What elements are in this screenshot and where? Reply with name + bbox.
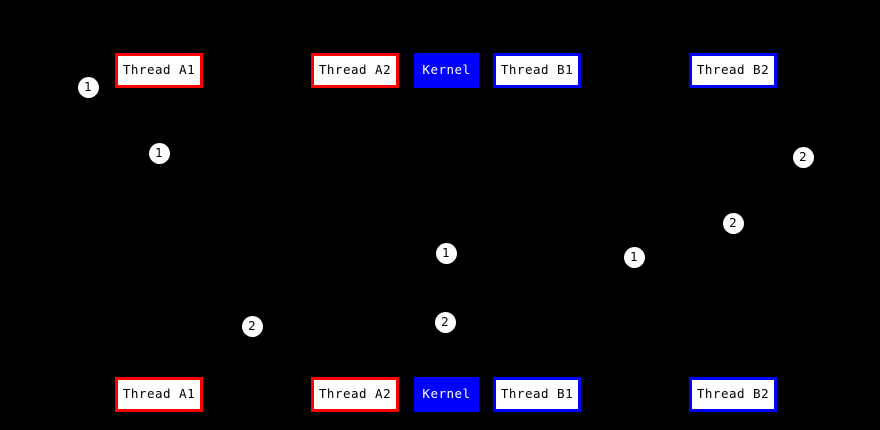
lifeline-foot-thread-b2[interactable]: Thread B2 xyxy=(689,377,777,412)
lifeline-head-kernel-label: Kernel xyxy=(422,62,471,78)
lifeline-head-thread-a2-label: Thread A2 xyxy=(318,62,392,78)
lifeline-head-thread-b2[interactable]: Thread B2 xyxy=(689,53,777,88)
message-arrow-6 xyxy=(537,257,634,258)
lifeline-thread-b1 xyxy=(537,92,538,377)
lifeline-foot-kernel[interactable]: Kernel xyxy=(414,377,479,412)
lifeline-stub-thread-a2-bottom xyxy=(354,373,357,377)
lifeline-stub-thread-b2-bottom xyxy=(732,373,735,377)
step-marker-label: 1 xyxy=(442,246,450,260)
message-arrow-7 xyxy=(159,326,252,327)
lifeline-foot-thread-a1-label: Thread A1 xyxy=(122,386,196,402)
step-marker-label: 2 xyxy=(799,150,807,164)
lifeline-stub-thread-b1-top xyxy=(536,88,539,92)
step-marker[interactable]: 2 xyxy=(792,146,814,168)
step-marker-label: 1 xyxy=(155,146,163,160)
lifeline-kernel xyxy=(446,92,447,377)
step-marker-label: 1 xyxy=(630,250,638,264)
lifeline-thread-b2 xyxy=(733,92,734,377)
lifeline-foot-thread-a2[interactable]: Thread A2 xyxy=(311,377,399,412)
lifeline-stub-kernel-top xyxy=(445,88,448,92)
lifeline-thread-a1 xyxy=(159,92,160,377)
step-marker-label: 2 xyxy=(729,216,737,230)
lifeline-thread-a2 xyxy=(355,92,356,377)
lifeline-head-thread-b1-label: Thread B1 xyxy=(500,62,574,78)
step-marker[interactable]: 1 xyxy=(623,246,645,268)
step-marker[interactable]: 2 xyxy=(722,212,744,234)
step-marker[interactable]: 2 xyxy=(241,315,263,337)
lifeline-foot-thread-a2-label: Thread A2 xyxy=(318,386,392,402)
step-marker-label: 2 xyxy=(248,319,256,333)
lifeline-stub-thread-b2-top xyxy=(732,88,735,92)
lifeline-foot-thread-b2-label: Thread B2 xyxy=(696,386,770,402)
lifeline-head-thread-b1[interactable]: Thread B1 xyxy=(493,53,581,88)
step-marker[interactable]: 1 xyxy=(77,76,99,98)
lifeline-head-thread-a2[interactable]: Thread A2 xyxy=(311,53,399,88)
lifeline-head-thread-a1[interactable]: Thread A1 xyxy=(115,53,203,88)
step-marker[interactable]: 1 xyxy=(435,242,457,264)
lifeline-foot-thread-b1[interactable]: Thread B1 xyxy=(493,377,581,412)
step-marker[interactable]: 2 xyxy=(434,311,456,333)
lifeline-head-kernel[interactable]: Kernel xyxy=(414,53,479,88)
lifeline-foot-thread-a1[interactable]: Thread A1 xyxy=(115,377,203,412)
step-marker-label: 1 xyxy=(84,80,92,94)
step-marker-label: 2 xyxy=(441,315,449,329)
lifeline-stub-thread-a1-top xyxy=(158,88,161,92)
lifeline-head-thread-a1-label: Thread A1 xyxy=(122,62,196,78)
lifeline-stub-thread-a2-top xyxy=(354,88,357,92)
lifeline-foot-thread-b1-label: Thread B1 xyxy=(500,386,574,402)
lifeline-stub-kernel-bottom xyxy=(445,373,448,377)
lifeline-foot-kernel-label: Kernel xyxy=(422,386,471,402)
lifeline-stub-thread-b1-bottom xyxy=(536,373,539,377)
step-marker[interactable]: 1 xyxy=(148,142,170,164)
message-arrow-3 xyxy=(733,157,803,158)
lifeline-stub-thread-a1-bottom xyxy=(158,373,161,377)
lifeline-head-thread-b2-label: Thread B2 xyxy=(696,62,770,78)
